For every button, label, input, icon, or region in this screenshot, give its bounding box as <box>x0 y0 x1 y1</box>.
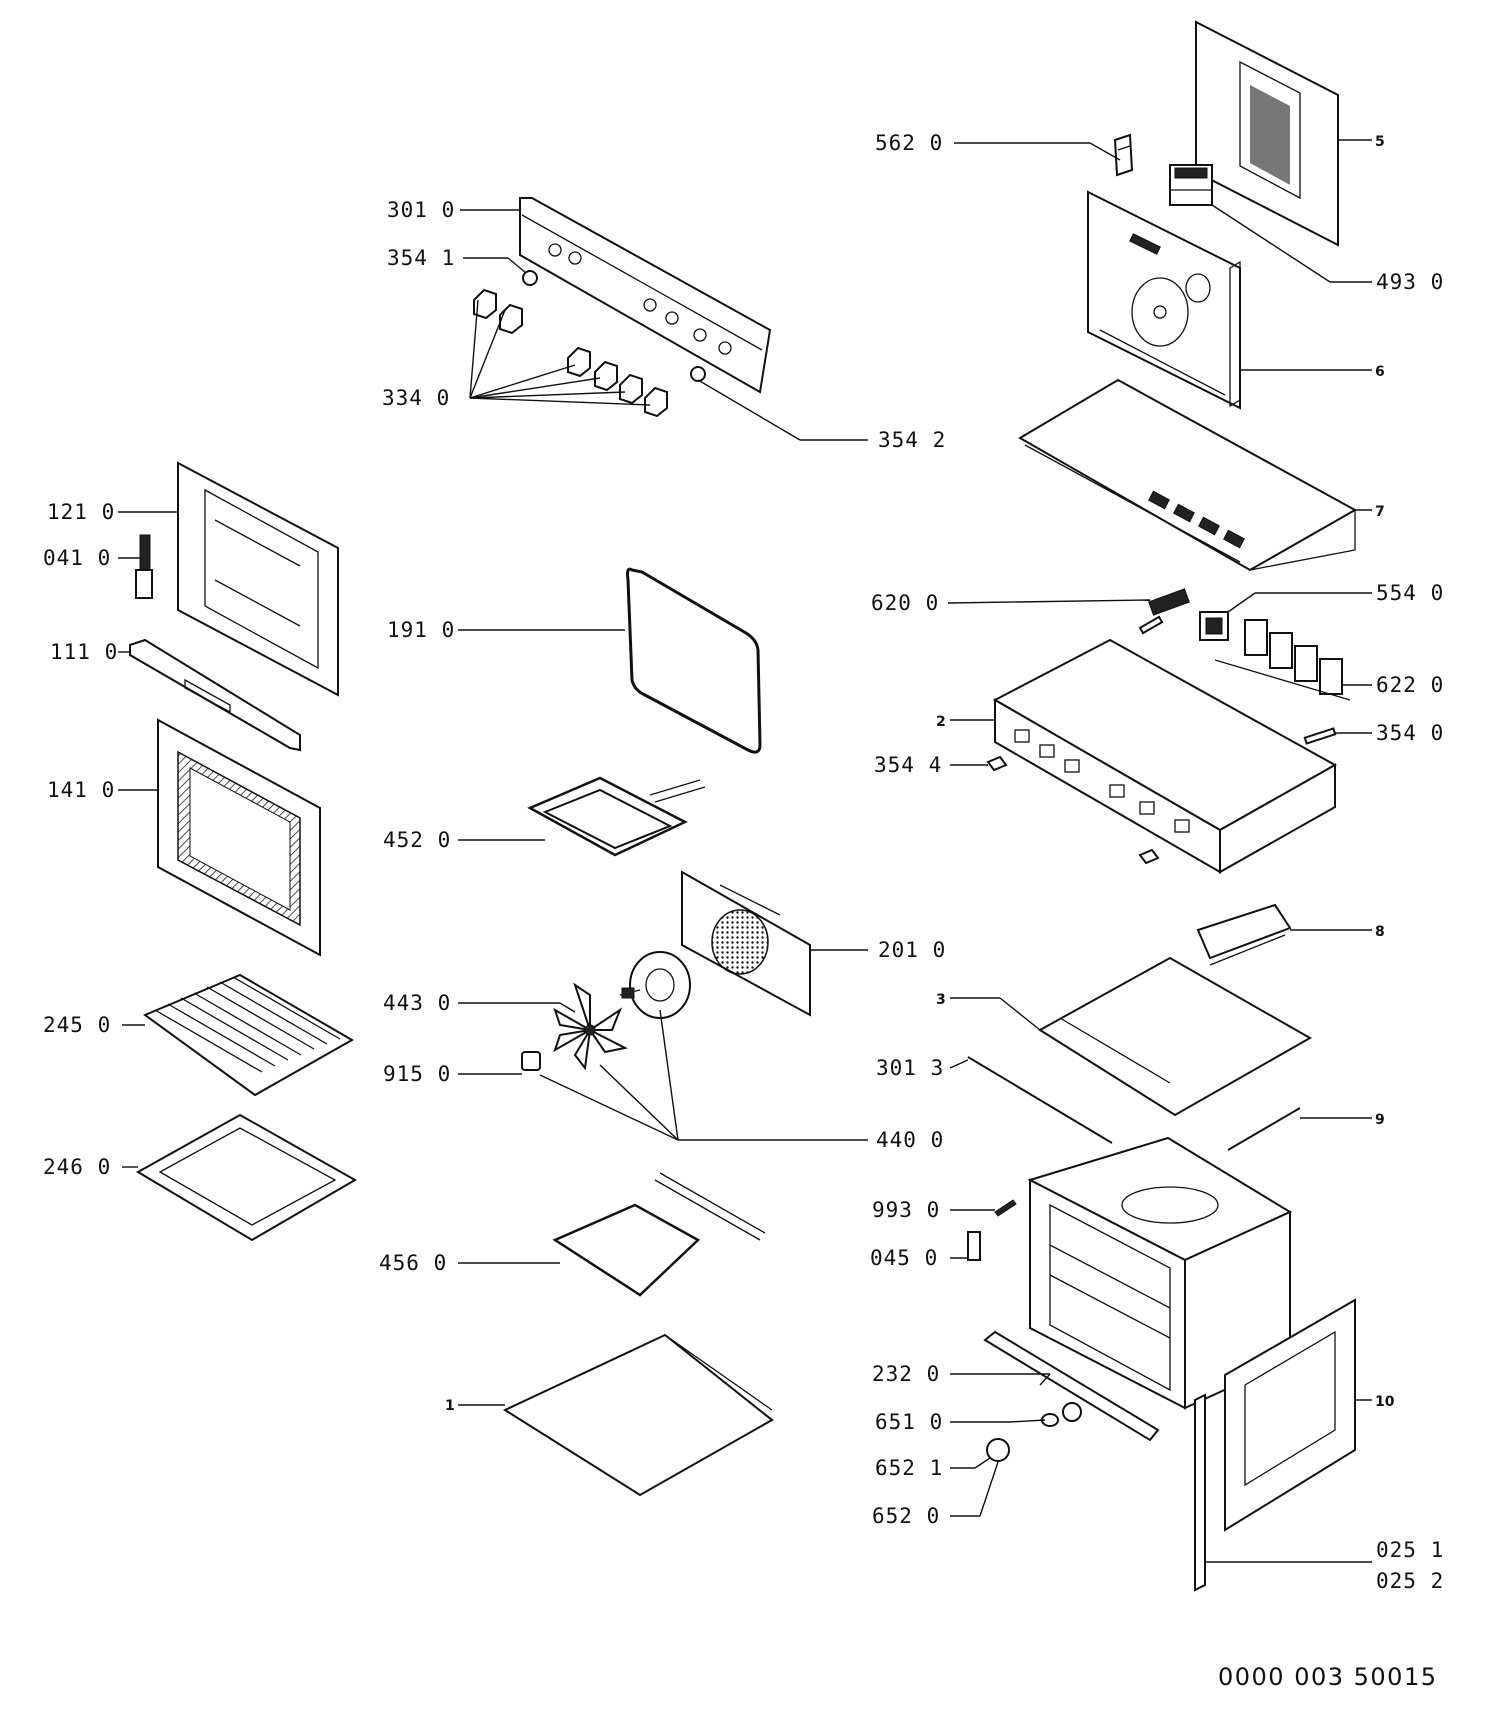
selector-switch-part <box>1199 611 1229 641</box>
fan-cover-part <box>681 870 811 1017</box>
grill-element-part <box>527 776 706 857</box>
cap-354-1-part <box>522 270 538 286</box>
control-panel-part <box>519 197 772 394</box>
callout-652-1: 652 1 <box>875 1456 943 1480</box>
top-cover-part <box>1018 378 1358 572</box>
transformer-part <box>1169 164 1213 206</box>
callout-493-0: 493 0 <box>1376 270 1444 294</box>
fan-motor-part <box>619 951 691 1019</box>
callout-041-0: 041 0 <box>43 546 111 570</box>
callout-9: 9 <box>1375 1112 1385 1128</box>
callout-025-2: 025 2 <box>1376 1569 1444 1593</box>
callout-245-0: 245 0 <box>43 1013 111 1037</box>
callout-025-1: 025 1 <box>1376 1538 1444 1562</box>
document-id: 0000 003 50015 <box>1218 1663 1438 1691</box>
callout-554-0: 554 0 <box>1376 581 1444 605</box>
callout-7: 7 <box>1375 504 1385 520</box>
callout-10: 10 <box>1375 1394 1395 1410</box>
knobs-part <box>473 288 668 418</box>
callout-452-0: 452 0 <box>383 828 451 852</box>
back-plate-part <box>1087 190 1241 410</box>
cap-354-2-part <box>690 366 706 382</box>
callout-8: 8 <box>1375 924 1385 940</box>
callout-354-1: 354 1 <box>387 246 455 270</box>
callout-915-0: 915 0 <box>383 1062 451 1086</box>
door-gasket-part <box>626 567 762 754</box>
callout-620-0: 620 0 <box>871 591 939 615</box>
callout-301-3: 301 3 <box>876 1056 944 1080</box>
callout-456-0: 456 0 <box>379 1251 447 1275</box>
rail-8-part <box>1196 903 1292 966</box>
callout-354-0: 354 0 <box>1376 721 1444 745</box>
bracket-562-part <box>1113 133 1134 177</box>
callout-562-0: 562 0 <box>875 131 943 155</box>
outer-glass-part <box>157 718 321 957</box>
baking-tray-part <box>136 1113 358 1242</box>
lamp-parts <box>986 1402 1082 1462</box>
inner-door-frame-part <box>177 461 339 697</box>
callout-440-0: 440 0 <box>876 1128 944 1152</box>
callout-334-0: 334 0 <box>382 386 450 410</box>
side-rail-part <box>1194 1393 1206 1592</box>
strip-301-3-part <box>967 1056 1113 1144</box>
nut-part <box>521 1051 541 1071</box>
bottom-element-part <box>552 1172 766 1297</box>
thermostat-switches-part <box>1214 619 1351 701</box>
callout-3: 3 <box>936 992 946 1008</box>
callout-246-0: 246 0 <box>43 1155 111 1179</box>
door-catch-part <box>967 1231 981 1261</box>
callout-121-0: 121 0 <box>47 500 115 524</box>
callout-1: 1 <box>445 1398 455 1414</box>
callout-651-0: 651 0 <box>875 1410 943 1434</box>
oven-cavity-part <box>1027 1136 1293 1410</box>
callout-201-0: 201 0 <box>878 938 946 962</box>
rod-9-part <box>1227 1107 1301 1151</box>
callout-045-0: 045 0 <box>870 1246 938 1270</box>
callout-5: 5 <box>1375 134 1385 150</box>
callout-354-2: 354 2 <box>878 428 946 452</box>
callout-6: 6 <box>1375 364 1385 380</box>
callout-191-0: 191 0 <box>387 618 455 642</box>
callout-111-0: 111 0 <box>50 640 118 664</box>
rear-panel-part <box>1195 20 1339 247</box>
callout-301-0: 301 0 <box>387 198 455 222</box>
bottom-panel-part <box>502 1333 774 1497</box>
leader-lines <box>118 139 1372 1563</box>
fan-blade-part <box>553 982 629 1071</box>
hinge-part <box>135 534 153 599</box>
callout-622-0: 622 0 <box>1376 673 1444 697</box>
callout-232-0: 232 0 <box>872 1362 940 1386</box>
callout-141-0: 141 0 <box>47 778 115 802</box>
callout-2: 2 <box>936 714 946 730</box>
callout-443-0: 443 0 <box>383 991 451 1015</box>
callout-354-4: 354 4 <box>874 753 942 777</box>
door-handle-part <box>129 638 301 752</box>
callout-993-0: 993 0 <box>872 1198 940 1222</box>
callout-652-0: 652 0 <box>872 1504 940 1528</box>
terminal-block-part <box>1138 588 1190 635</box>
screws-354-4-part <box>986 755 1160 865</box>
rod-354-0-part <box>1303 727 1337 745</box>
screw-993-part <box>994 1199 1017 1217</box>
wire-rack-part <box>142 973 355 1097</box>
side-wall-part <box>1224 1298 1356 1532</box>
side-panel-part <box>1038 956 1313 1117</box>
callout-labels: 562 0 5 301 0 354 1 493 0 6 334 0 354 2 … <box>43 131 1444 1593</box>
control-housing-part <box>992 638 1338 874</box>
front-strip-part <box>983 1330 1160 1442</box>
